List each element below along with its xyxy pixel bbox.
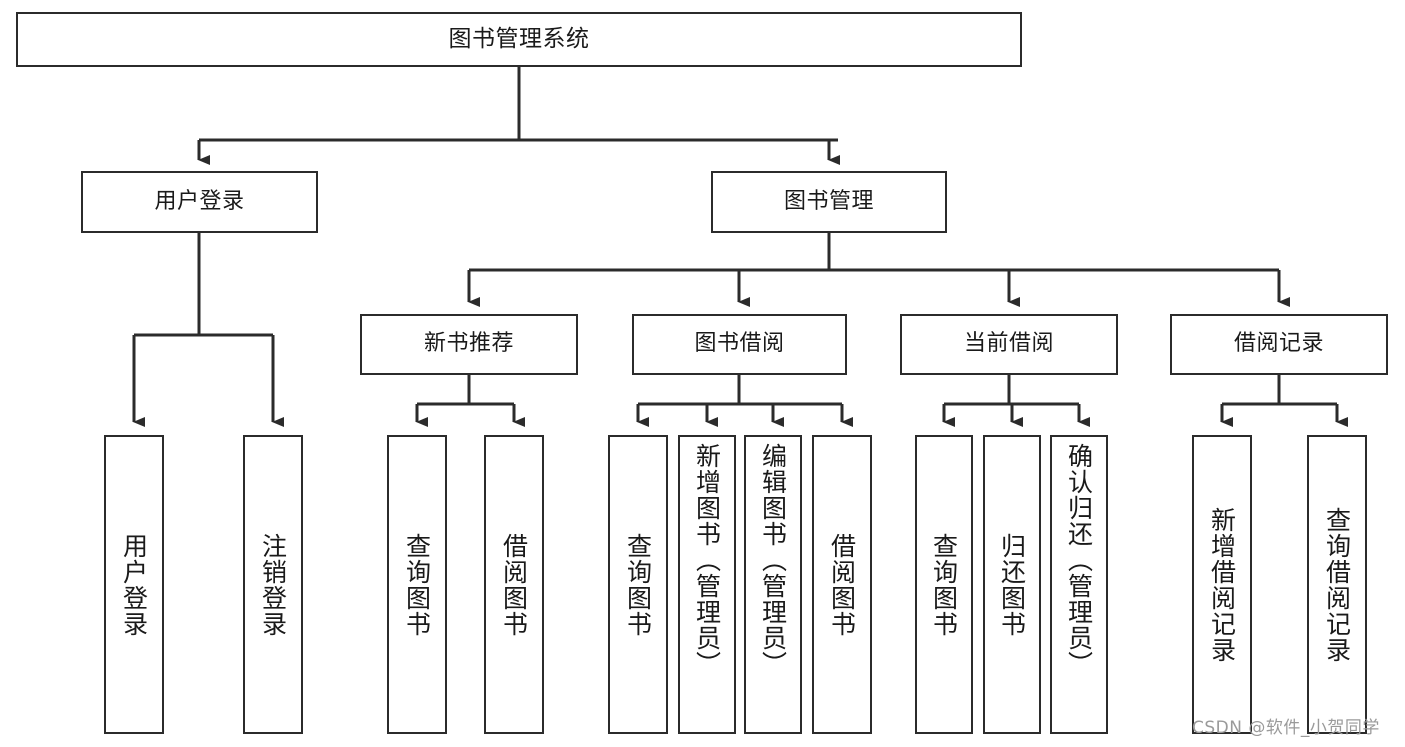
- node-book-borrow[interactable]: 图书借阅: [632, 314, 847, 375]
- node-leaf-borrow-book-2[interactable]: 借阅图书: [812, 435, 872, 734]
- node-root-system[interactable]: 图书管理系统: [16, 12, 1022, 67]
- node-leaf-logout[interactable]: 注销登录: [243, 435, 303, 734]
- node-current-borrow[interactable]: 当前借阅: [900, 314, 1118, 375]
- node-leaf-query-book-2[interactable]: 查询图书: [608, 435, 668, 734]
- node-book-management[interactable]: 图书管理: [711, 171, 947, 233]
- node-leaf-return-book[interactable]: 归还图书: [983, 435, 1041, 734]
- node-new-book-recommend[interactable]: 新书推荐: [360, 314, 578, 375]
- node-leaf-query-record[interactable]: 查询借阅记录: [1307, 435, 1367, 734]
- csdn-watermark: CSDN @软件_小贺同学: [1192, 718, 1380, 738]
- node-leaf-borrow-book-1[interactable]: 借阅图书: [484, 435, 544, 734]
- node-leaf-confirm-return[interactable]: 确认归还（管理员）: [1050, 435, 1108, 734]
- node-user-login[interactable]: 用户登录: [81, 171, 318, 233]
- node-leaf-query-book-1[interactable]: 查询图书: [387, 435, 447, 734]
- node-leaf-add-book[interactable]: 新增图书（管理员）: [678, 435, 736, 734]
- node-leaf-query-book-3[interactable]: 查询图书: [915, 435, 973, 734]
- node-leaf-user-login[interactable]: 用户登录: [104, 435, 164, 734]
- node-leaf-add-record[interactable]: 新增借阅记录: [1192, 435, 1252, 734]
- node-borrow-record[interactable]: 借阅记录: [1170, 314, 1388, 375]
- node-leaf-edit-book[interactable]: 编辑图书（管理员）: [744, 435, 802, 734]
